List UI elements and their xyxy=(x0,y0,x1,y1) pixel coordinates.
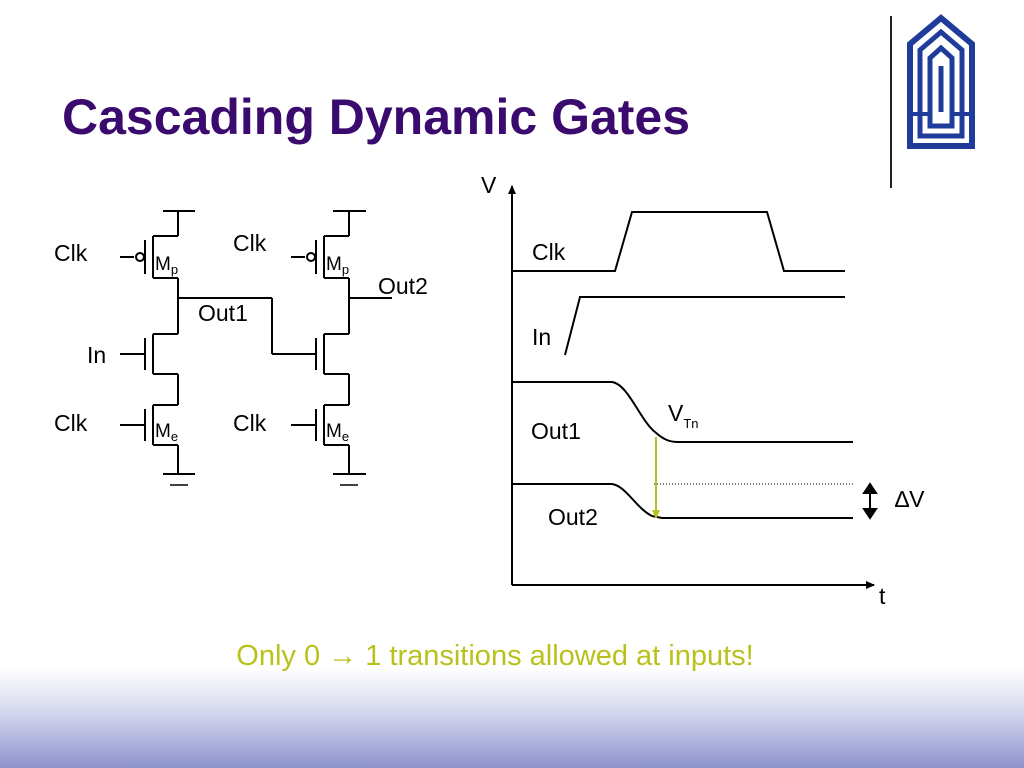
header-divider xyxy=(890,16,892,188)
delta-v-arrow xyxy=(862,482,878,520)
clk-waveform xyxy=(512,211,845,272)
out1-waveform xyxy=(512,381,853,443)
stage1-mp-label: Mp xyxy=(155,254,178,277)
university-logo xyxy=(907,14,975,149)
slide-title: Cascading Dynamic Gates xyxy=(62,89,691,145)
stage1-me-label: Me xyxy=(155,421,178,444)
stage2-circuit xyxy=(271,210,392,486)
stage2-clk-bottom-label: Clk xyxy=(233,410,267,436)
out1-waveform-label: Out1 xyxy=(531,418,581,444)
stage2-mp-label: Mp xyxy=(326,254,349,277)
in-waveform-label: In xyxy=(532,324,551,350)
out2-waveform xyxy=(512,483,853,519)
stage1-clk-bottom-label: Clk xyxy=(54,410,88,436)
out1-node-label: Out1 xyxy=(198,300,248,326)
out2-node-label: Out2 xyxy=(378,273,428,299)
stage1-clk-top-label: Clk xyxy=(54,240,88,266)
x-axis-label: t xyxy=(879,583,886,609)
clk-waveform-label: Clk xyxy=(532,239,566,265)
y-axis-label: V xyxy=(481,172,497,198)
in-label: In xyxy=(87,342,106,368)
in-waveform xyxy=(564,296,845,356)
vtn-label: VTn xyxy=(668,400,699,431)
stage1-circuit xyxy=(120,210,272,486)
out2-waveform-label: Out2 xyxy=(548,504,598,530)
stage2-me-label: Me xyxy=(326,421,349,444)
waveform-traces xyxy=(512,211,853,519)
timing-axes xyxy=(508,185,875,589)
stage2-clk-top-label: Clk xyxy=(233,230,267,256)
delta-v-label: ∆V xyxy=(895,486,925,512)
slide-caption: Only 0 → 1 transitions allowed at inputs… xyxy=(236,640,754,672)
footer-gradient xyxy=(0,668,1024,768)
